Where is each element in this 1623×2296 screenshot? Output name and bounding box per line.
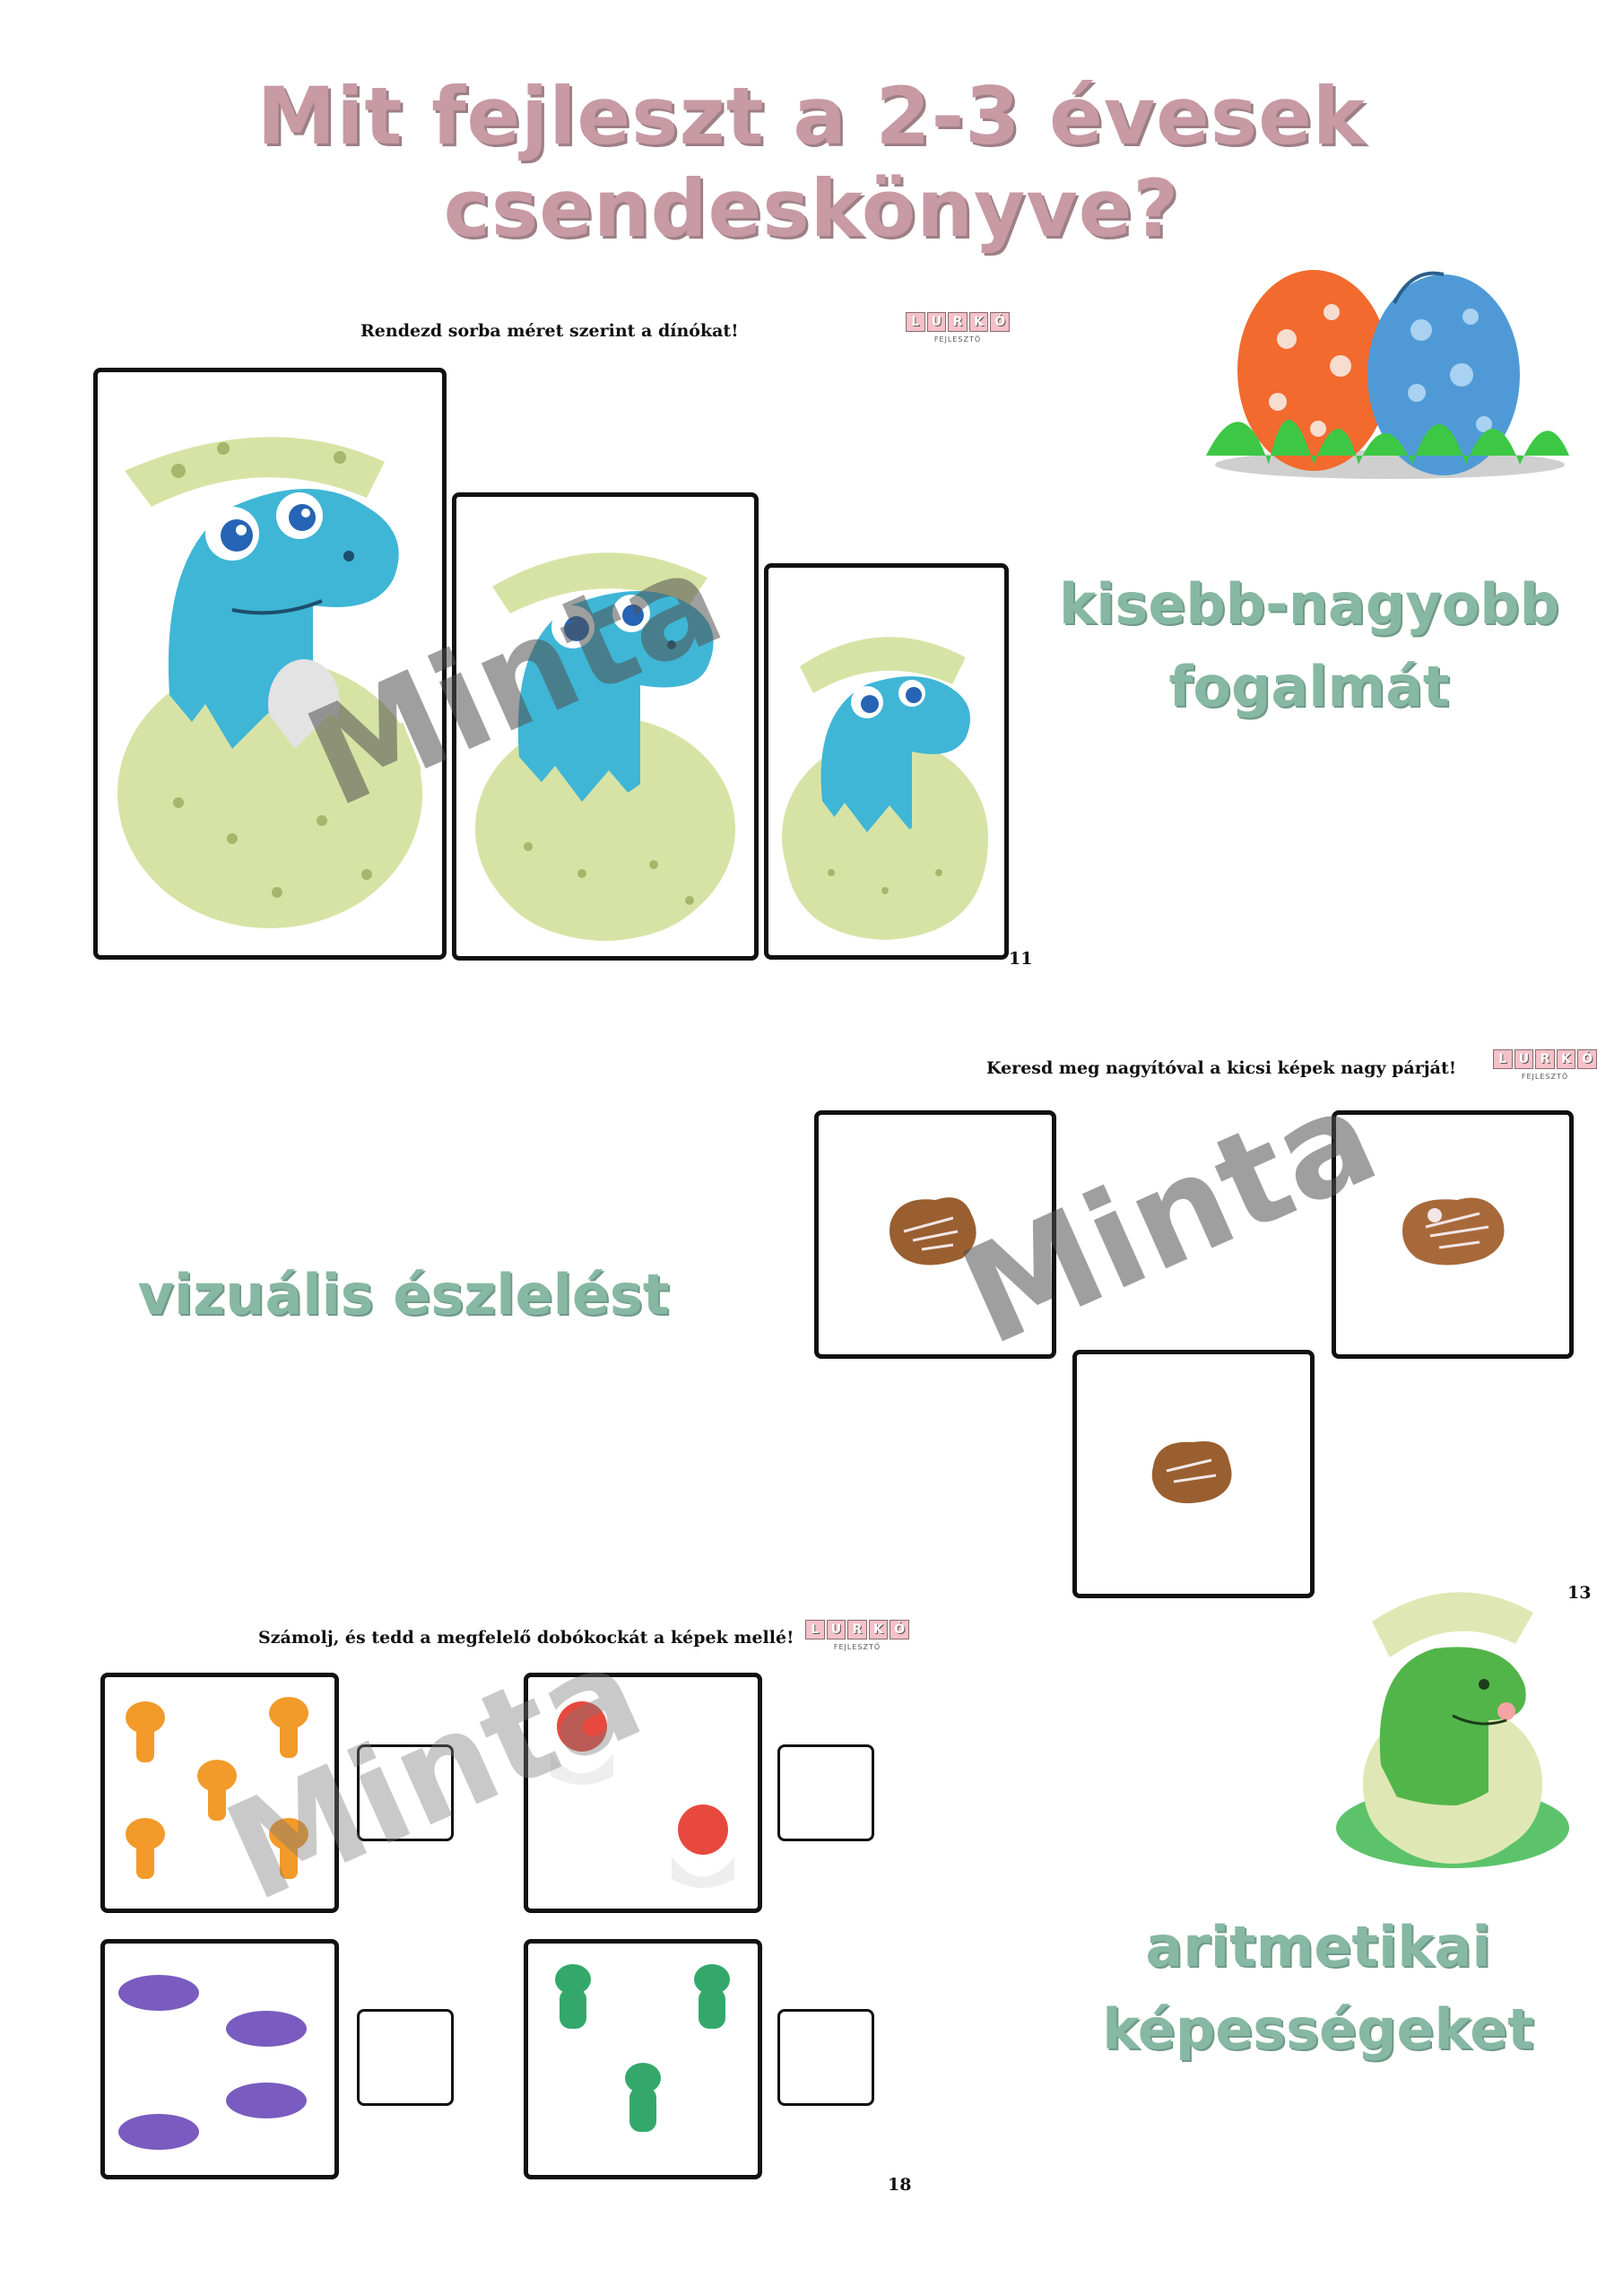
section2-caption: Keresd meg nagyítóval a kicsi képek nagy…	[986, 1058, 1457, 1078]
dino-card-small	[764, 563, 1009, 960]
fossil-icon-2	[1402, 1197, 1505, 1265]
section2-label: vizuális észlelést	[137, 1262, 670, 1327]
dino-egg-image-medium	[475, 552, 735, 941]
dino-card-large	[93, 368, 447, 960]
eggs-illustration	[1206, 249, 1574, 484]
purple-dino-icons	[118, 1975, 307, 2150]
section1-caption: Rendezd sorba méret szerint a dínókat!	[360, 321, 739, 341]
page-title: Mit fejleszt a 2-3 évesek csendeskönyve?	[256, 70, 1367, 255]
dino-egg-image-small	[782, 637, 988, 940]
dino-egg-image-large	[117, 437, 422, 928]
section2-page-number: 13	[1567, 1583, 1592, 1603]
green-dino-illustration	[1327, 1559, 1578, 1883]
section3-label: aritmetikai képességeket	[1049, 1906, 1587, 2071]
section1-label-line2: fogalmát	[1168, 654, 1450, 719]
section3-caption: Számolj, és tedd a megfelelő dobókockát …	[258, 1628, 794, 1648]
counting-card-green-dinos	[524, 1939, 762, 2179]
counting-card-purple-dinos	[100, 1939, 339, 2179]
section1-label-line1: kisebb-nagyobb	[1058, 571, 1560, 637]
counting-card-red-dinos	[524, 1673, 762, 1913]
fossil-icon-1	[890, 1197, 976, 1265]
watermark-2: Minta	[941, 1057, 1398, 1376]
dice-slot-3[interactable]	[357, 2009, 454, 2106]
section3-label-line1: aritmetikai	[1145, 1914, 1491, 1979]
fossil-card-1	[814, 1110, 1056, 1359]
dice-slot-2[interactable]	[777, 1744, 874, 1841]
dice-slot-4[interactable]	[777, 2009, 874, 2106]
section3-page-number: 18	[888, 2175, 912, 2195]
section1-page-number: 11	[1009, 949, 1033, 969]
counting-card-orange-dinos	[100, 1673, 339, 1913]
section1-label: kisebb-nagyobb fogalmát	[1040, 563, 1578, 728]
fossil-card-2	[1332, 1110, 1574, 1359]
red-dino-icons	[551, 1701, 734, 1888]
dice-slot-1[interactable]	[357, 1744, 454, 1841]
fossil-icon-3	[1151, 1440, 1232, 1504]
orange-dino-icons	[126, 1697, 308, 1879]
dino-card-medium	[452, 492, 759, 961]
fossil-card-3	[1072, 1350, 1315, 1598]
green-dino-icons	[555, 1964, 730, 2132]
section3-label-line2: képességeket	[1102, 1996, 1534, 2062]
